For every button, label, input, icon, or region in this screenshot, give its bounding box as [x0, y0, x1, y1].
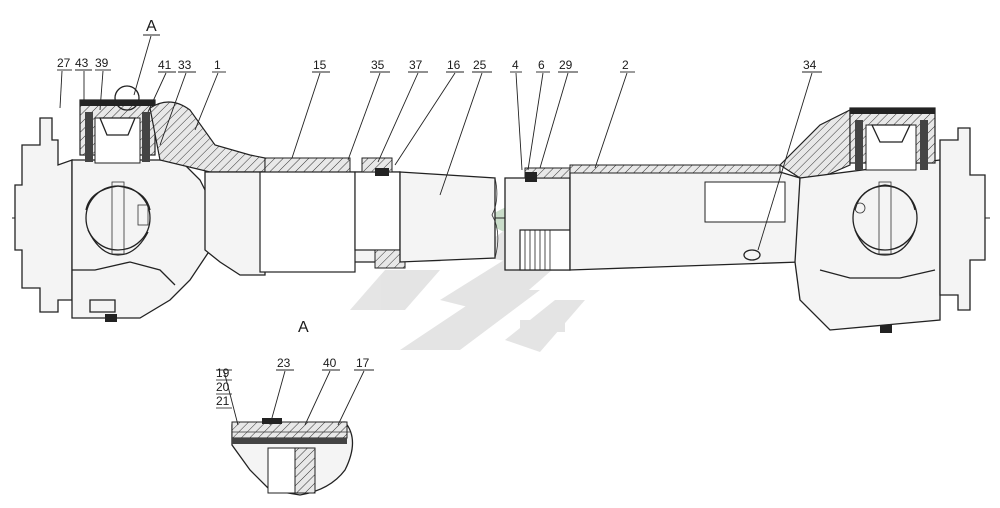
callout-4: 4 — [512, 58, 519, 72]
callout-29: 29 — [559, 58, 573, 72]
callout-43: 43 — [75, 56, 89, 70]
callout-15: 15 — [313, 58, 327, 72]
left-yoke-shoulder — [149, 101, 266, 173]
callout-39: 39 — [95, 56, 109, 70]
callout-2: 2 — [622, 58, 629, 72]
left-yoke — [14, 117, 211, 322]
right-bearing-cap — [849, 107, 936, 171]
callout-1: 1 — [214, 58, 221, 72]
shaft — [204, 157, 801, 276]
right-yoke — [779, 109, 986, 333]
callout-6: 6 — [538, 58, 545, 72]
callout-34: 34 — [803, 58, 817, 72]
callout-25: 25 — [473, 58, 487, 72]
callout-33: 33 — [178, 58, 192, 72]
callout-23: 23 — [277, 356, 291, 370]
callout-27: 27 — [57, 56, 71, 70]
callout-17: 17 — [356, 356, 370, 370]
left-bearing-cap — [79, 85, 156, 164]
callout-40: 40 — [323, 356, 337, 370]
callout-21: 21 — [216, 394, 230, 408]
callout-16: 16 — [447, 58, 461, 72]
detail-a — [231, 418, 354, 496]
leader-lines — [57, 34, 822, 426]
section-label-top: A — [146, 18, 157, 35]
section-label-middle: A — [298, 319, 309, 336]
callout-19: 19 — [216, 366, 230, 380]
callout-20: 20 — [216, 380, 230, 394]
callout-35: 35 — [371, 58, 385, 72]
callout-37: 37 — [409, 58, 423, 72]
callout-41: 41 — [158, 58, 172, 72]
